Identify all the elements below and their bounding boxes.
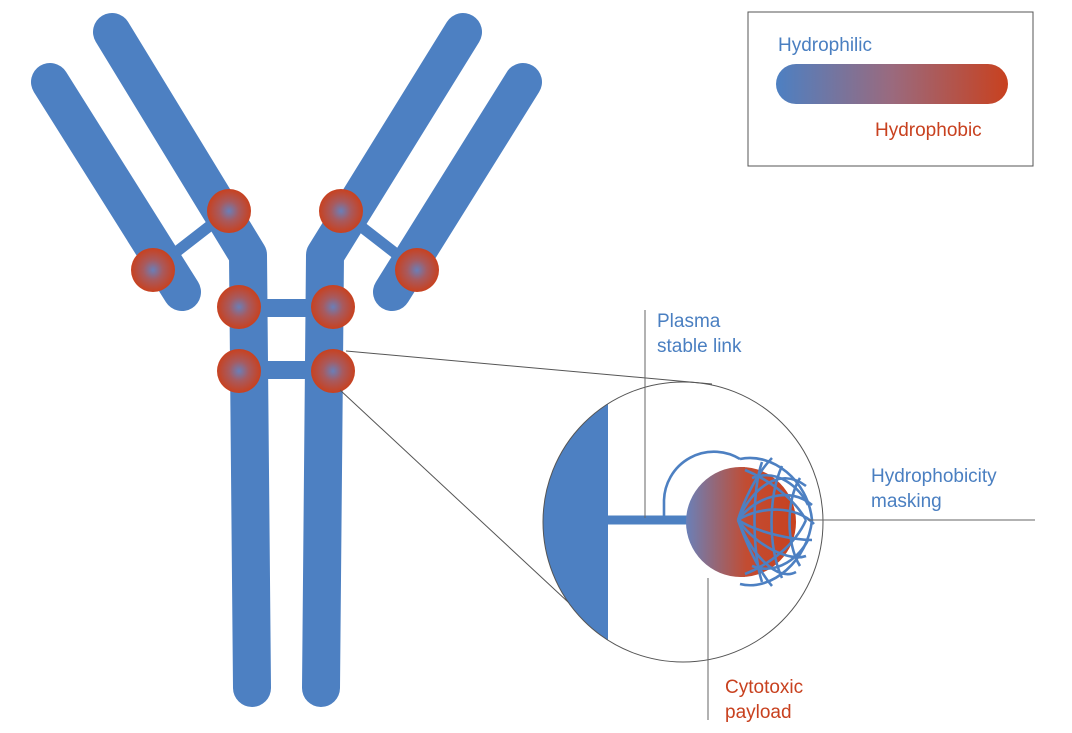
conjugated-payload [311,285,355,329]
conjugated-payload [395,248,439,292]
payload-label-line2: payload [725,702,792,723]
conjugated-payload [217,349,261,393]
plasma-label-line1: Plasma [657,311,721,332]
label-leader-lines [644,310,1035,720]
heavy-chain-right [302,13,482,707]
legend-gradient-bar [776,64,1008,104]
masking-label-line2: masking [871,491,942,512]
antibody-surface-detail [543,382,608,662]
conjugated-payload [207,189,251,233]
conjugated-payload [311,349,355,393]
zoom-view [542,381,824,663]
hydrophobicity-masking-polymer [662,450,815,587]
zoom-callout-lines [339,350,713,629]
plasma-label-line2: stable link [657,336,742,357]
legend-hydrophilic-label: Hydrophilic [778,35,872,56]
conjugated-payload [131,248,175,292]
conjugated-payload [319,189,363,233]
payload-label-line1: Cytotoxic [725,677,803,698]
masking-label-line1: Hydrophobicity [871,466,997,487]
legend: Hydrophilic Hydrophobic [747,11,1034,167]
zoom-circle [542,381,824,663]
heavy-chain-left [93,13,271,707]
conjugated-payload [217,285,261,329]
legend-hydrophobic-label: Hydrophobic [875,120,982,141]
antibody [31,13,542,707]
conjugation-sites [131,189,439,393]
